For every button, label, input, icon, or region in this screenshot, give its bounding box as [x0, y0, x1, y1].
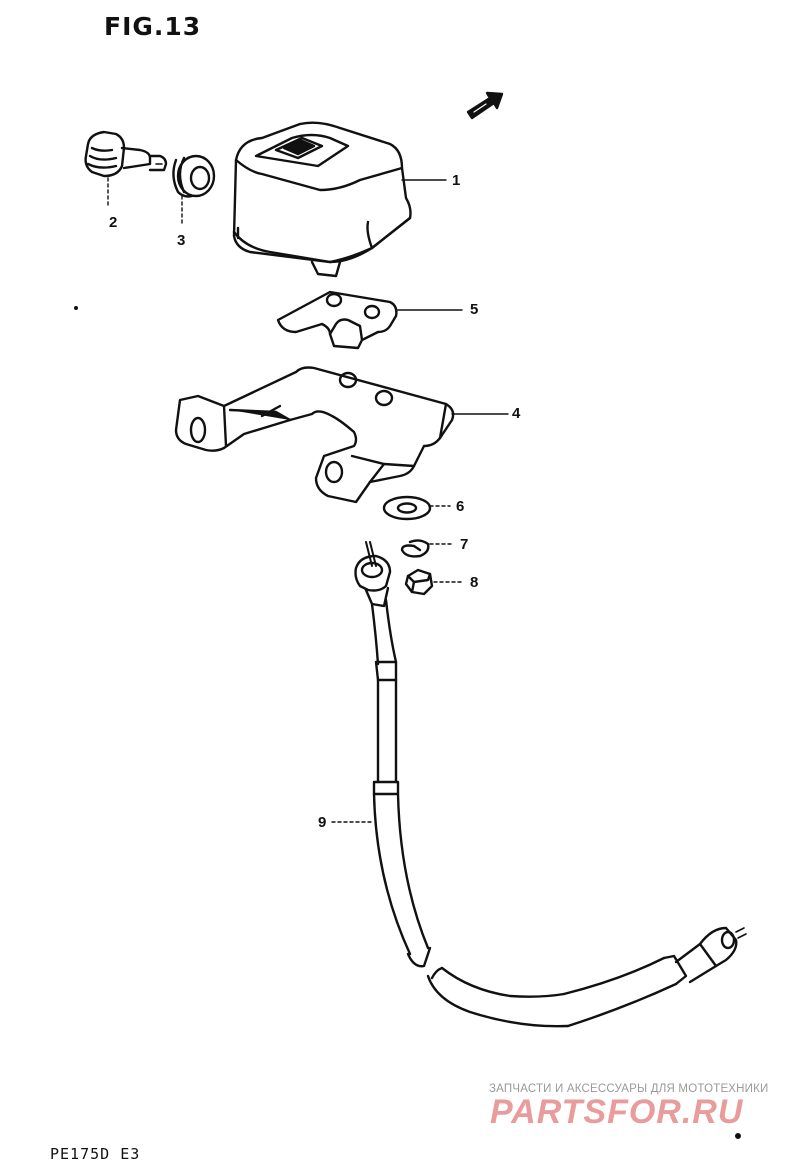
figure-title: FIG.13 — [104, 12, 202, 41]
speedometer-cable — [354, 541, 747, 1028]
leader-lines — [107, 177, 509, 823]
watermark-subtitle: ЗАПЧАСТИ И АКСЕССУАРЫ ДЛЯ МОТОТЕХНИКИ — [489, 1083, 769, 1095]
spring-washer-part — [400, 539, 430, 558]
nut-part — [404, 568, 434, 596]
bulb-socket-part — [84, 130, 168, 178]
callout-6: 6 — [456, 498, 465, 515]
watermark-logo: PARTSFOR.RU — [490, 1093, 744, 1131]
callout-4: 4 — [512, 405, 521, 422]
mounting-bracket — [174, 366, 455, 504]
callout-9: 9 — [318, 814, 327, 831]
meter-housing — [232, 121, 412, 278]
callout-1: 1 — [452, 172, 461, 189]
callout-3: 3 — [177, 232, 186, 249]
grommet-part — [172, 154, 216, 198]
callout-7: 7 — [460, 536, 469, 553]
callout-2: 2 — [109, 214, 118, 231]
callout-8: 8 — [470, 574, 479, 591]
mounting-plate-small — [276, 290, 398, 350]
washer-part — [382, 495, 432, 521]
callout-5: 5 — [470, 301, 479, 318]
model-code: PE175D E3 — [50, 1145, 141, 1163]
front-direction-arrow-icon — [466, 91, 504, 120]
